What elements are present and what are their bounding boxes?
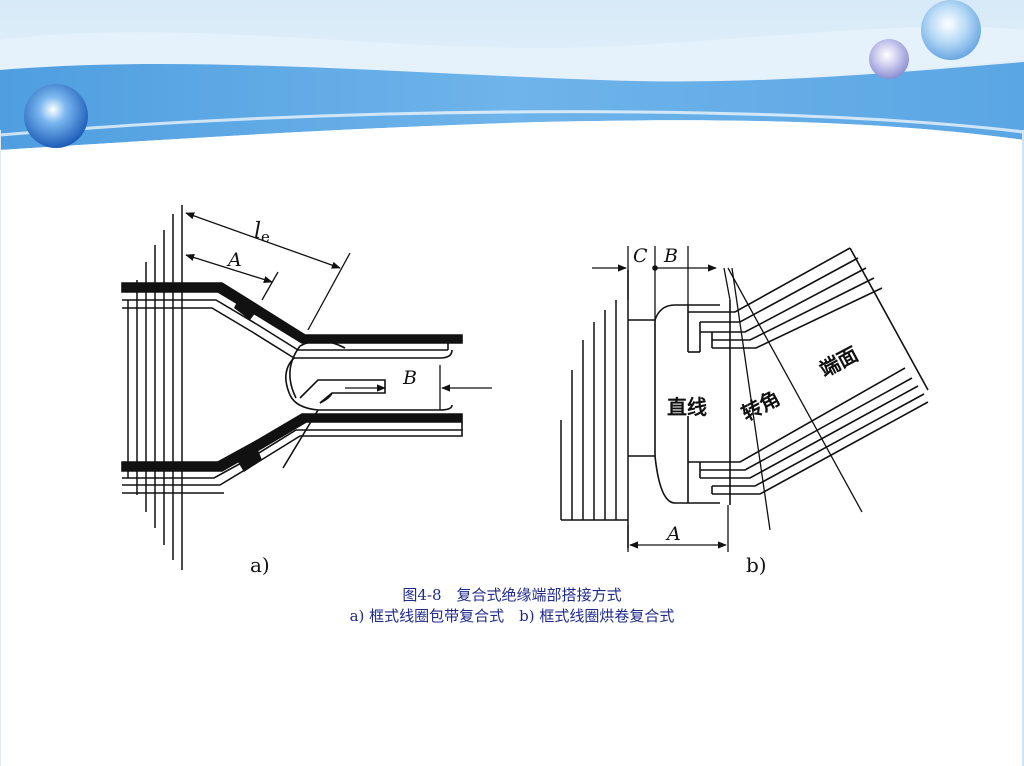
diagram-a-fold-insulation bbox=[282, 340, 453, 469]
diagram-b-leader-1 bbox=[731, 267, 771, 531]
diagram-a-label-le: le bbox=[254, 219, 270, 246]
diagram-a-dim-B bbox=[345, 365, 492, 410]
diagram-b-dim-top bbox=[592, 246, 717, 320]
diagram-a-core-lines bbox=[127, 205, 183, 570]
diagram-b-dim-A bbox=[627, 505, 729, 552]
right-edge-line bbox=[1022, 130, 1024, 766]
diagram-a-label-B: B bbox=[402, 367, 417, 389]
diagram-b-sublabel: b) bbox=[746, 553, 767, 577]
diagram-b-label-end: 端面 bbox=[815, 342, 862, 382]
left-edge-line bbox=[0, 130, 1, 766]
diagram-a-upper-coil bbox=[121, 282, 463, 399]
diagram-b-core-lines bbox=[560, 270, 629, 548]
header-banner bbox=[0, 0, 1024, 170]
diagram-b-leader-2 bbox=[727, 267, 863, 513]
diagram-b-lower-strands bbox=[688, 367, 929, 495]
figure-caption-title: 图4-8 复合式绝缘端部搭接方式 bbox=[402, 586, 622, 604]
header-wave-graphic bbox=[0, 0, 1024, 170]
diagram-b-label-straight: 直线 bbox=[667, 395, 707, 419]
diagram-b-label-B: B bbox=[663, 245, 678, 267]
diagram-a bbox=[121, 205, 492, 570]
diagram-a-dim-le bbox=[185, 212, 351, 331]
diagram-b-label-corner: 转角 bbox=[737, 386, 784, 426]
diagram-a-dim-A bbox=[185, 253, 279, 301]
diagram-b-label-A: A bbox=[665, 523, 681, 545]
diagram-b bbox=[560, 246, 929, 552]
diagram-a-lower-coil bbox=[121, 413, 463, 494]
diagram-a-label-A: A bbox=[226, 249, 242, 271]
diagram-a-sublabel: a) bbox=[250, 553, 270, 577]
diagram-b-label-C: C bbox=[633, 245, 648, 267]
diagram-b-coil-body bbox=[628, 304, 720, 504]
figure-caption-subtitle: a) 框式线圈包带复合式 b) 框式线圈烘卷复合式 bbox=[349, 607, 675, 625]
